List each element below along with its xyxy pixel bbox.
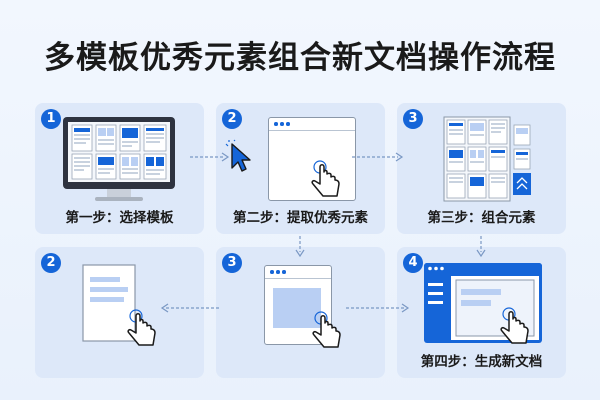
flow-arrow-left-bottom [160,303,220,313]
hand-pointer-icon [312,311,341,348]
monitor-icon [63,117,175,201]
flow-arrow-down-middle [295,236,305,258]
step-card-1: 1 第一步：选择模板 [35,103,204,234]
step-number-badge: 4 [403,253,423,273]
step-label: 第一步：选择模板 [65,210,174,226]
hand-pointer-icon [500,307,529,344]
hand-pointer-icon [311,160,340,197]
document-icon [82,264,136,342]
step-number-badge: 3 [222,253,242,273]
step-label: 第二步：提取优秀元素 [233,210,368,226]
template-grid-icon [443,116,531,202]
step-card-extract: 2 [35,247,204,378]
step-number-badge: 2 [222,109,242,129]
page-title: 多模板优秀元素组合新文档操作流程 [44,40,556,76]
flow-arrow-2-3 [352,152,404,162]
step-card-4: 4 第四步：生成新文档 [397,247,566,378]
flow-arrow-1-2 [190,152,230,162]
step-card-combine: 3 [216,247,385,378]
window-icon [268,117,356,201]
step-label: 第四步：生成新文档 [420,354,543,370]
step-card-3: 3 第三步：组合元素 [397,103,566,234]
step-number-badge: 2 [41,253,61,273]
step-number-badge: 3 [403,109,423,129]
step-number-badge: 1 [41,109,61,129]
flow-arrow-right-bottom [346,303,410,313]
flow-arrow-down-right [476,236,486,258]
cursor-icon [225,139,251,172]
step-label: 第三步：组合元素 [427,210,536,226]
hand-pointer-icon [127,309,156,346]
